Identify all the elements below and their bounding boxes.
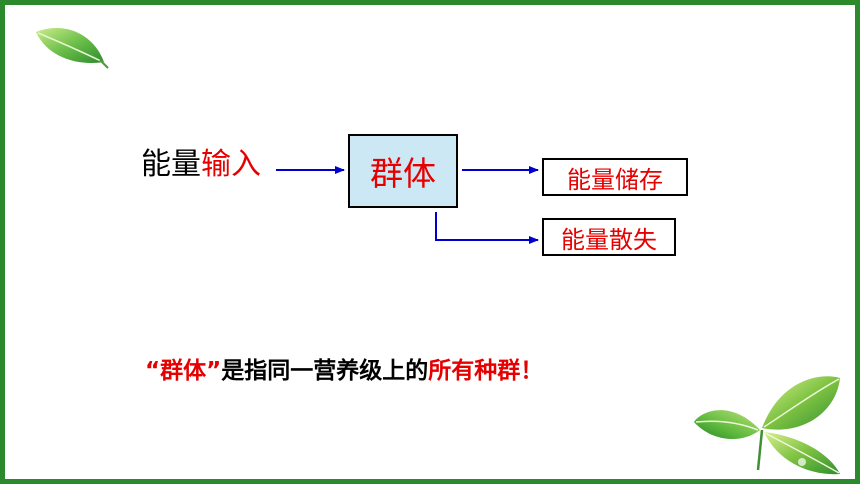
input-suffix: 输入 xyxy=(201,147,261,182)
energy-input-label: 能量输入 xyxy=(141,150,261,180)
note-emphasis: 所有种群！ xyxy=(428,358,544,384)
energy-storage-box: 能量储存 xyxy=(542,158,688,196)
explanation-note: “群体”是指同一营养级上的所有种群！ xyxy=(145,360,543,383)
energy-loss-box: 能量散失 xyxy=(542,218,676,256)
leaves-cluster-icon xyxy=(694,376,840,475)
input-prefix: 能量 xyxy=(141,147,201,182)
population-box: 群体 xyxy=(348,134,458,208)
leaf-icon xyxy=(36,27,109,69)
note-middle: 是指同一营养级上的 xyxy=(221,358,429,384)
note-quoted-term: “群体” xyxy=(145,358,222,384)
